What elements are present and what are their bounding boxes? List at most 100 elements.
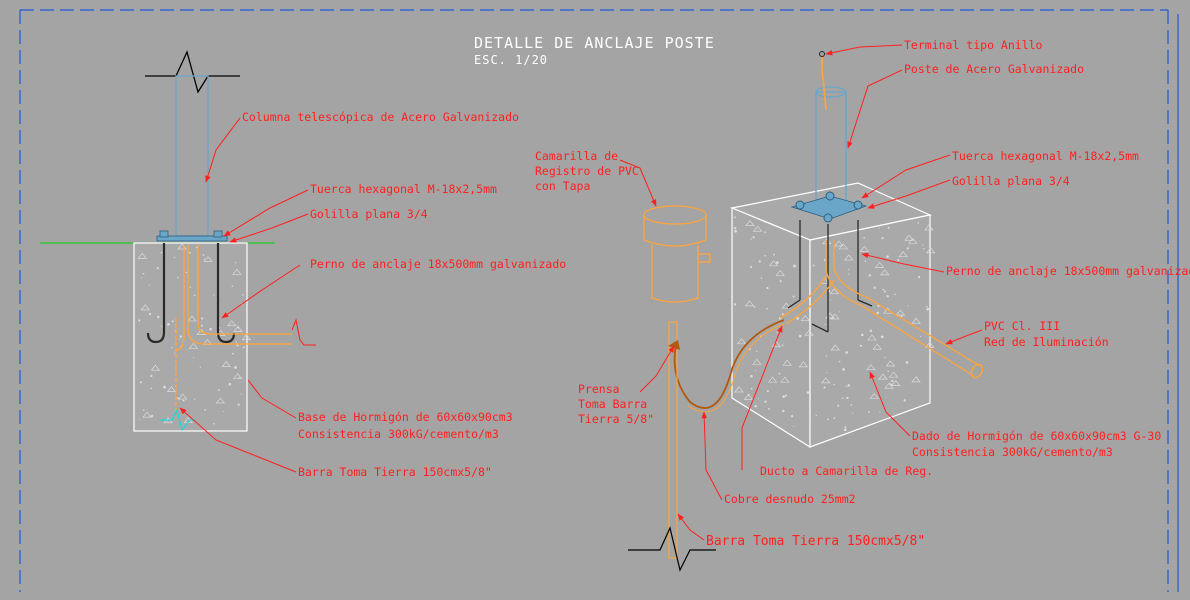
left-section: Columna telescópica de Acero Galvanizado… [40,50,566,479]
right-ground-rod [668,321,678,559]
concrete-speck [919,335,922,338]
concrete-speck [236,344,239,347]
concrete-speck [852,412,854,414]
concrete-speck [167,420,169,423]
right-label-camarilla-line1: Camarilla de [535,149,618,163]
right-label-pvc-line1: PVC Cl. III [984,319,1060,333]
concrete-speck [232,373,243,380]
concrete-speck [782,409,785,413]
concrete-speck [781,344,784,347]
concrete-speck [833,383,835,386]
concrete-speck [148,284,150,286]
right-nut-3 [823,213,833,223]
right-concrete-texture [733,216,936,432]
concrete-speck [139,418,141,421]
concrete-speck [193,294,196,297]
concrete-speck [848,268,850,271]
concrete-speck [884,356,886,359]
right-label-pvc-line2: Red de Iluminación [984,335,1109,349]
concrete-speck [150,364,161,371]
concrete-speck [213,294,215,296]
concrete-speck [908,237,918,244]
concrete-speck [781,313,784,316]
right-base-plate [790,195,868,220]
right-label-camarilla-line2: Registro de PVC [535,164,639,178]
concrete-speck [766,389,769,393]
concrete-speck [750,387,753,390]
concrete-speck [860,333,864,337]
right-label-poste: Poste de Acero Galvanizado [904,62,1084,76]
concrete-speck [750,374,753,378]
concrete-speck [796,317,800,320]
concrete-speck [886,295,889,298]
concrete-speck [806,391,810,394]
concrete-speck [793,426,795,428]
concrete-speck [891,379,894,383]
concrete-speck [881,236,884,240]
concrete-speck [754,370,756,372]
concrete-speck [922,244,924,246]
concrete-speck [140,304,150,311]
concrete-speck [171,346,173,349]
concrete-speck [757,398,759,400]
concrete-speck [863,237,866,239]
concrete-speck [798,361,809,368]
concrete-speck [824,323,826,325]
concrete-speck [767,376,778,383]
concrete-speck [782,359,792,366]
concrete-speck [911,376,921,383]
left-conduit [187,245,292,345]
concrete-speck [830,313,840,320]
concrete-speck [773,253,775,256]
concrete-speck [231,285,233,287]
concrete-speck [177,393,188,400]
concrete-speck [734,386,744,393]
concrete-speck [779,280,782,283]
concrete-speck [823,386,826,389]
pvc-registry-box [643,205,711,303]
concrete-speck [766,287,769,290]
concrete-speck [764,254,766,257]
concrete-speck [753,306,756,308]
right-label-barra: Barra Toma Tierra 150cmx5/8" [706,534,925,549]
concrete-speck [156,267,159,270]
concrete-speck [780,376,790,383]
concrete-speck [199,366,201,368]
concrete-speck [825,355,828,357]
concrete-speck [182,399,185,402]
concrete-speck [227,320,237,327]
concrete-speck [232,268,242,275]
concrete-speck [906,247,909,250]
drawing-title: DETALLE DE ANCLAJE POSTE [474,34,715,52]
concrete-speck [874,261,885,268]
concrete-speck [750,238,752,240]
left-label-perno: Perno de anclaje 18x500mm galvanizado [310,257,566,271]
concrete-speck [798,334,802,338]
concrete-speck [886,255,889,258]
concrete-speck [845,385,848,387]
concrete-speck [790,414,794,418]
concrete-speck [195,246,198,249]
left-nut-right [213,230,223,238]
concrete-speck [752,225,763,232]
right-block-front [731,207,811,449]
left-column [175,75,209,237]
concrete-speck [830,344,840,351]
concrete-speck [869,329,872,333]
concrete-speck [231,352,234,355]
concrete-speck [160,325,163,327]
concrete-speck [883,290,886,293]
concrete-speck [829,299,831,301]
concrete-speck [926,247,936,254]
concrete-speck [859,344,863,347]
concrete-speck [167,322,170,326]
concrete-speck [866,364,876,371]
right-label-prensa-line3: Tierra 5/8" [578,412,654,426]
concrete-speck [177,397,180,400]
concrete-speck [204,408,206,411]
concrete-speck [235,262,237,264]
concrete-speck [137,252,147,259]
concrete-speck [911,317,921,324]
concrete-speck [139,381,142,384]
concrete-speck [845,351,848,354]
